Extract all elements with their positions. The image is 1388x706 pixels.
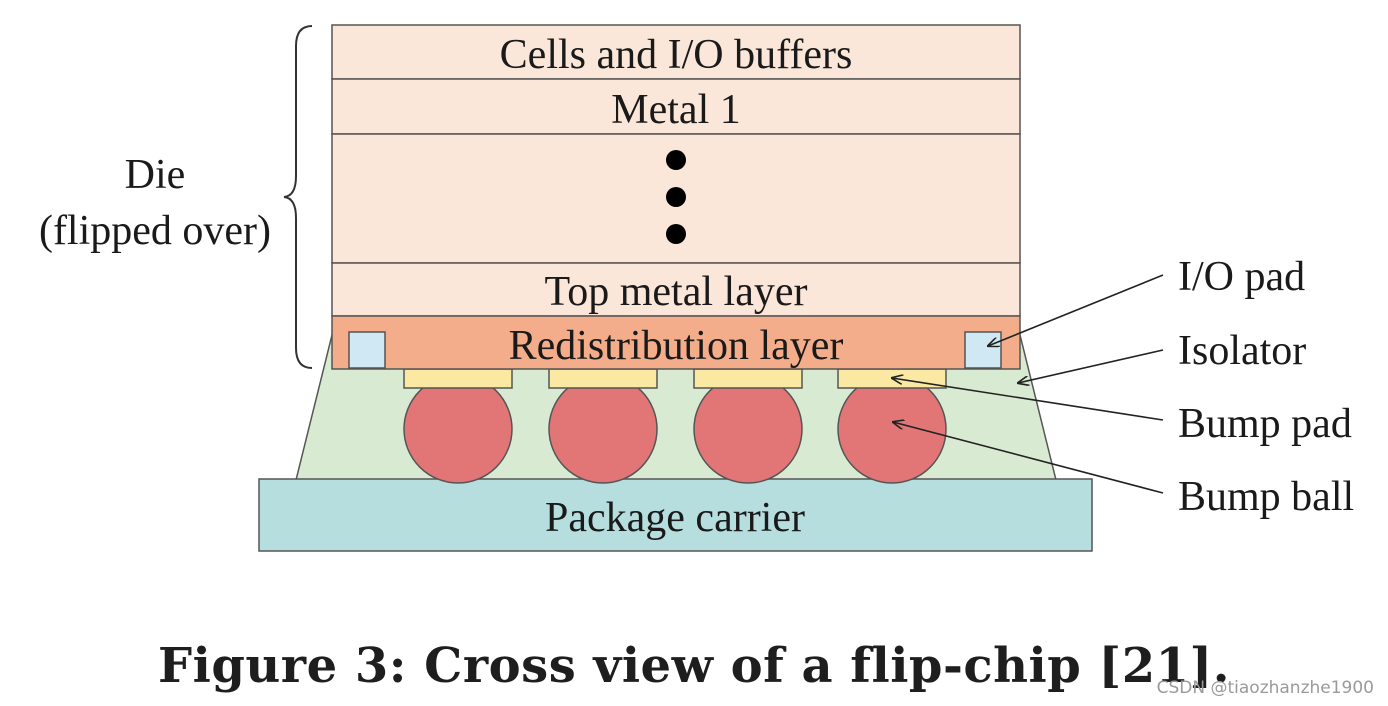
die-label-line2: (flipped over) — [39, 208, 271, 254]
ellipsis-dot — [666, 187, 686, 207]
bump-ball — [403, 374, 513, 484]
package-carrier — [258, 478, 1093, 552]
bump-pad-arrow — [892, 378, 1164, 421]
ellipsis-dot — [666, 150, 686, 170]
ellipsis-dots — [666, 150, 686, 244]
bump-pad — [403, 368, 513, 389]
cells-io-buffers-label: Cells and I/O buffers — [500, 32, 853, 78]
io-pad-left — [348, 331, 386, 369]
cells-io-buffers-layer — [331, 24, 1021, 80]
figure-caption: Figure 3: Cross view of a flip-chip [21]… — [158, 638, 1230, 694]
io-pad-arrow — [988, 274, 1164, 346]
metal1-layer — [331, 78, 1021, 135]
top-metal-layer — [331, 262, 1021, 317]
bump-ball — [837, 374, 947, 484]
bump-ball — [693, 374, 803, 484]
bump-ball — [548, 374, 658, 484]
metal1-label: Metal 1 — [611, 87, 740, 133]
top-metal-label: Top metal layer — [545, 269, 808, 315]
package-carrier-label: Package carrier — [545, 495, 805, 541]
isolator-callout: Isolator — [1178, 328, 1306, 374]
watermark: CSDN @tiaozhanzhe1900 — [1156, 678, 1374, 698]
die-label-line1: Die — [125, 152, 186, 198]
bump-ball-callout: Bump ball — [1178, 474, 1354, 520]
bump-pad — [693, 368, 803, 389]
bump-ball-arrow — [893, 422, 1164, 494]
redistribution-label: Redistribution layer — [509, 323, 844, 369]
die-brace — [283, 25, 313, 369]
io-pad-callout: I/O pad — [1178, 254, 1305, 300]
redistribution-layer — [331, 315, 1021, 370]
isolator-arrow — [1018, 349, 1164, 383]
io-pad-right — [964, 331, 1002, 369]
bump-pad-callout: Bump pad — [1178, 401, 1352, 447]
bump-pad — [548, 368, 658, 389]
ellipsis-dot — [666, 224, 686, 244]
